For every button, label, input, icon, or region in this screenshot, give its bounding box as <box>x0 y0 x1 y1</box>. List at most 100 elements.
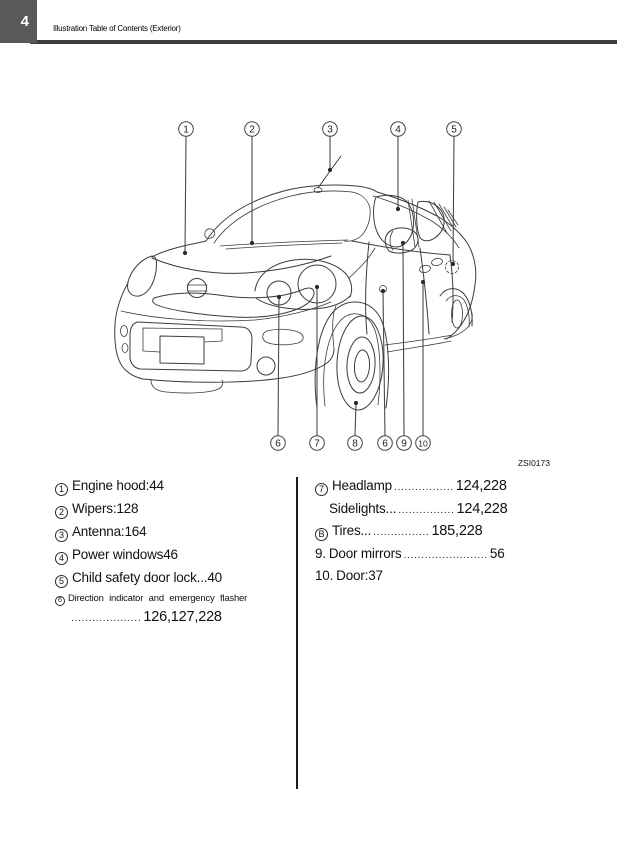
item-pages: 124,228 <box>455 478 507 494</box>
item-label: Door mirrors <box>328 546 402 561</box>
item-label: Sidelights... <box>329 501 397 516</box>
callout-number: 4 <box>395 124 401 135</box>
item-label: Door <box>336 568 365 583</box>
header-rule <box>30 40 617 44</box>
callout-circle <box>322 121 338 137</box>
legend-item: Sidelights...................124,228 <box>329 501 515 518</box>
leader-line <box>277 296 280 436</box>
item-pages: 44 <box>149 478 164 493</box>
marker: 10. <box>315 568 334 583</box>
car-side-doors <box>348 194 459 353</box>
callout-circle <box>270 435 286 451</box>
item-leader: : <box>145 478 150 493</box>
item-leader: ... <box>196 570 208 585</box>
circled-marker: B <box>315 528 328 541</box>
target-dot <box>182 250 188 256</box>
leader-line <box>184 136 187 254</box>
callout-circle <box>178 121 194 137</box>
item-label: Wipers <box>72 501 113 516</box>
car-windshield-roof <box>205 184 477 340</box>
car-front-bumper <box>120 301 335 394</box>
circled-marker: 1 <box>55 483 68 496</box>
callout-circle <box>309 435 325 451</box>
item-label: Power windows <box>72 547 164 562</box>
item-label: Child safety door lock <box>72 570 197 585</box>
item-label: Engine hood <box>72 478 146 493</box>
page-number-tab: 4 <box>0 0 37 43</box>
item-label: Antenna <box>72 524 121 539</box>
page-number: 4 <box>20 13 29 30</box>
leader-line <box>402 242 405 436</box>
item-leader: : <box>112 501 117 516</box>
item-pages: 40 <box>207 570 222 585</box>
car-headlamps <box>254 258 353 350</box>
item-pages: 164 <box>124 524 147 539</box>
item-leader: ........................ <box>403 549 488 561</box>
item-leader: ................ <box>373 526 430 538</box>
target-dot <box>420 279 426 285</box>
rear-wheel <box>439 288 473 340</box>
callout-number: 5 <box>451 124 457 135</box>
item-leader: : <box>364 568 369 583</box>
legend-item: 5 Child safety door lock...40 <box>55 570 295 588</box>
legend-item: 9.Door mirrors........................56 <box>315 546 515 563</box>
circled-marker: 2 <box>55 506 68 519</box>
circled-marker: 7 <box>315 483 328 496</box>
callout-circle <box>390 121 406 137</box>
target-dot <box>450 261 456 267</box>
target-dot <box>249 240 255 246</box>
circled-marker: 3 <box>55 529 68 542</box>
item-pages: 37 <box>368 568 383 583</box>
item-pages: 56 <box>489 546 505 561</box>
car-grille-badge <box>152 278 315 318</box>
item-leader: .................... <box>71 612 142 624</box>
car-hood <box>114 228 332 380</box>
leader-line <box>452 136 455 265</box>
callout-number: 1 <box>183 124 189 135</box>
legend-item: 10.Door:37 <box>315 568 515 583</box>
callout-circle <box>377 435 393 451</box>
callout-number: 6 <box>382 438 388 449</box>
item-pages: 128 <box>116 501 139 516</box>
target-dot <box>276 294 282 300</box>
target-dot <box>400 240 406 246</box>
item-label: Tires... <box>332 523 372 538</box>
item-leader: ................ <box>398 504 455 516</box>
legend-item: 1 Engine hood:44 <box>55 478 295 496</box>
legend-item: 4 Power windows46 <box>55 547 295 565</box>
callout-circle <box>347 435 363 451</box>
antenna <box>313 155 342 193</box>
callout-number: 10 <box>418 438 428 448</box>
circled-marker: 5 <box>55 575 68 588</box>
callout-number: 7 <box>314 438 320 449</box>
item-pages: 126,127,228 <box>143 609 222 625</box>
target-dot <box>353 400 359 406</box>
item-label: Direction indicator and emergency flashe… <box>68 593 248 604</box>
front-wheel <box>314 301 390 411</box>
item-pages: 124,228 <box>456 501 508 517</box>
legend-item: 2 Wipers:128 <box>55 501 295 519</box>
callout-number: 8 <box>352 438 358 449</box>
item-pages: 185,228 <box>431 523 483 539</box>
circled-marker: 4 <box>55 552 68 565</box>
door-mirror <box>384 227 419 254</box>
car-drawing <box>114 155 477 411</box>
callout-circle <box>415 435 431 451</box>
header-title: Illustration Table of Contents (Exterior… <box>53 24 181 33</box>
callout-circle <box>446 121 462 137</box>
leader-line <box>382 290 386 436</box>
leader-line <box>354 402 357 436</box>
target-dot <box>395 206 401 212</box>
figure-code: ZSI0173 <box>517 458 550 468</box>
item-pages: 46 <box>163 547 178 562</box>
callout-number: 2 <box>249 124 255 135</box>
callout-circle <box>396 435 412 451</box>
legend-column-divider <box>296 477 298 789</box>
